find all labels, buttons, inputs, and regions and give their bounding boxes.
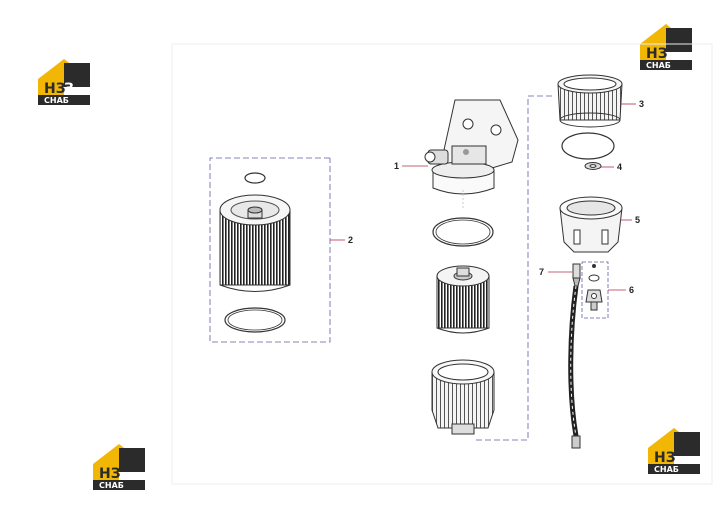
center-filter-element [436, 265, 490, 334]
watermark-logo-top-right: НЗ СНАБ [640, 24, 692, 70]
callout-7: 7 [539, 267, 544, 277]
callout-5: 5 [635, 215, 640, 225]
part-2-filter-kit: 2 [209, 157, 353, 343]
part-3-retaining-ring: 3 [557, 74, 644, 128]
svg-text:НЗ: НЗ [654, 450, 676, 466]
svg-text:СНАБ: СНАБ [99, 481, 124, 490]
part-5-bowl-base: 5 [559, 196, 640, 253]
watermark-logo-bottom-left: НЗ СНАБ [93, 444, 145, 490]
part-1-filter-head: 1 [394, 99, 519, 195]
svg-text:СНАБ: СНАБ [646, 61, 671, 70]
svg-text:НЗ: НЗ [99, 466, 121, 482]
callout-4: 4 [617, 162, 622, 172]
svg-text:З: З [64, 81, 74, 97]
svg-text:НЗ: НЗ [44, 81, 66, 97]
callout-3: 3 [639, 99, 644, 109]
center-o-ring [432, 217, 494, 247]
callout-6: 6 [629, 285, 634, 295]
callout-1: 1 [394, 161, 399, 171]
ring-seal [561, 132, 615, 160]
svg-text:СНАБ: СНАБ [654, 465, 679, 474]
part-4-washer: 4 [584, 162, 622, 172]
svg-text:НЗ: НЗ [646, 46, 668, 62]
watermark-logo-top-left: НЗ З СНАБ [38, 59, 90, 105]
part-7-drain-hose: 7 [539, 263, 581, 449]
part-6-drain-valve: 6 [581, 261, 634, 319]
svg-text:СНАБ: СНАБ [44, 96, 69, 105]
center-bowl [431, 359, 495, 435]
callout-2: 2 [348, 235, 353, 245]
watermark-logo-bottom-right: НЗ СНАБ [648, 428, 700, 474]
